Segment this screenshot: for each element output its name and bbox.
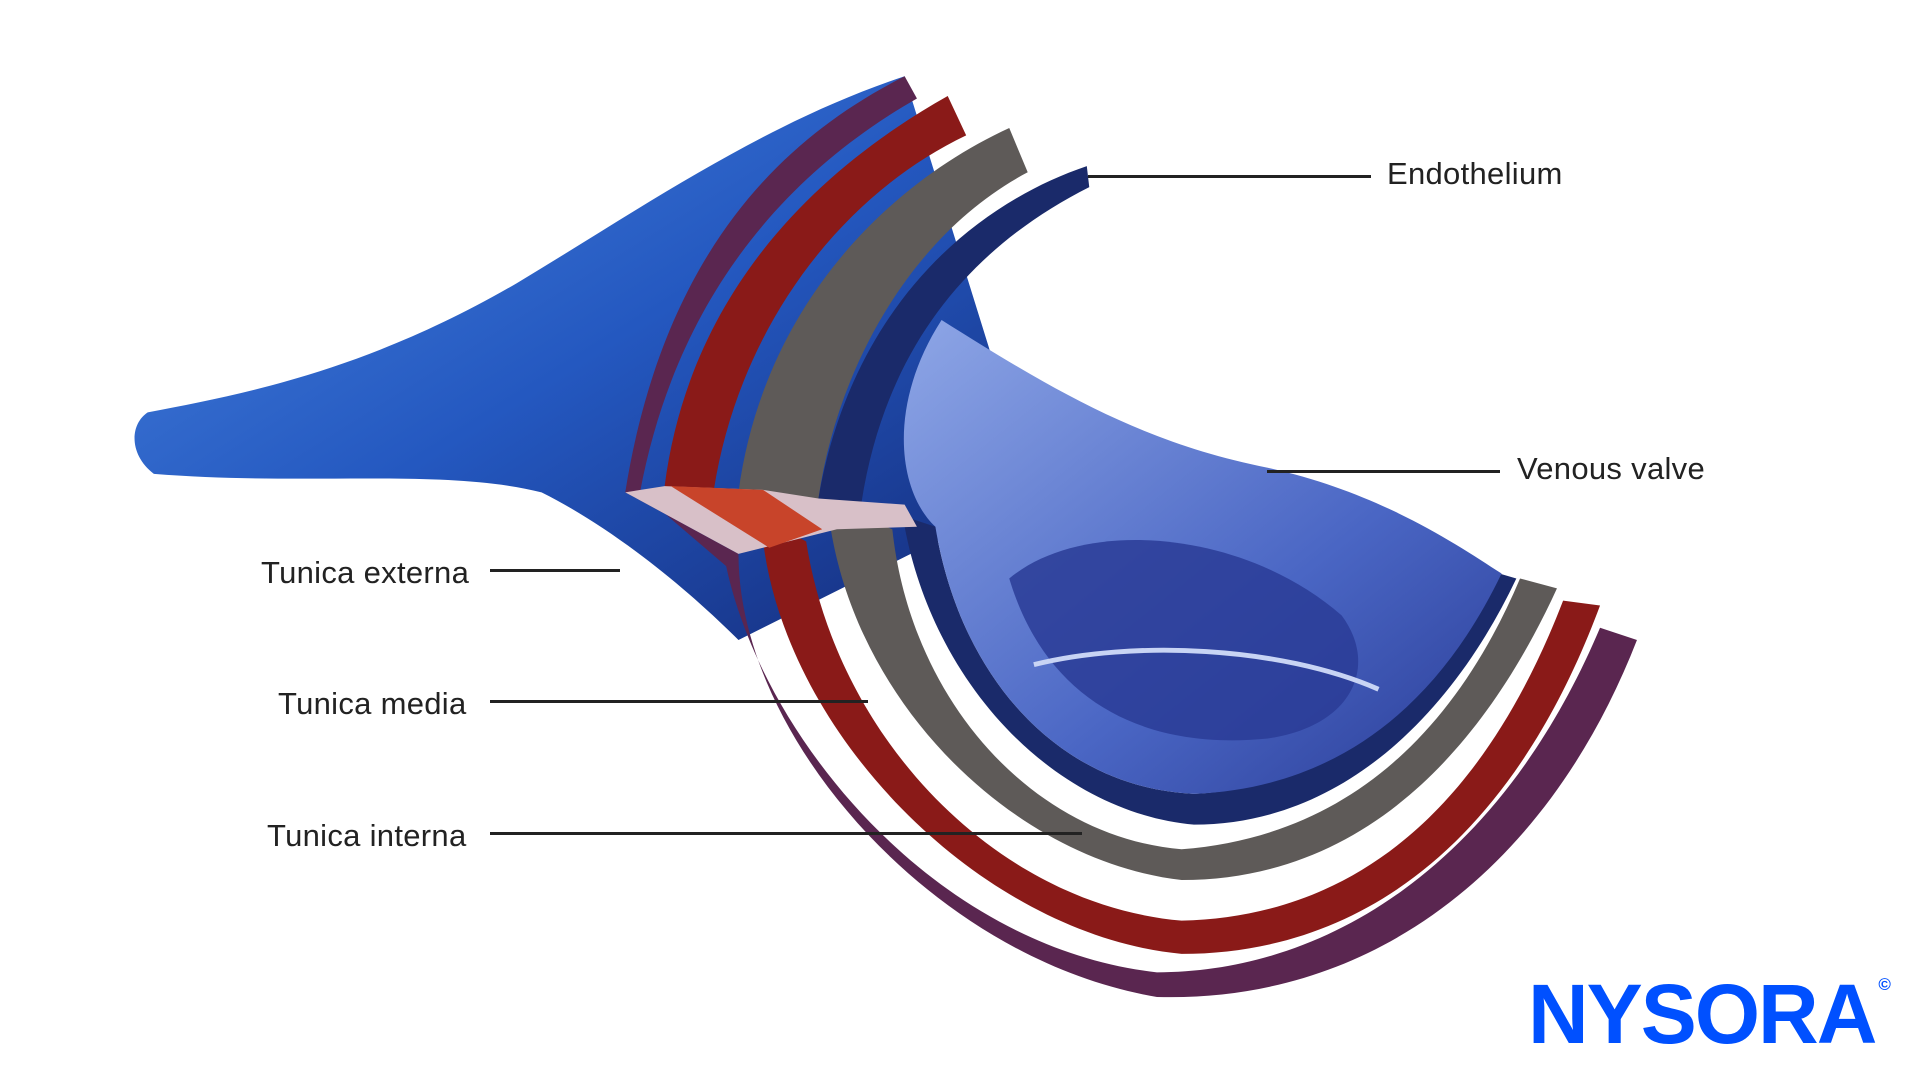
nysora-logo: NYSORA [1528, 967, 1877, 1061]
tunica-externa-leader-line [490, 569, 620, 572]
tunica-media-leader-line [490, 700, 868, 703]
tunica-externa-label: Tunica externa [261, 555, 470, 590]
endothelium-label: Endothelium [1387, 156, 1563, 191]
tunica-interna-label: Tunica interna [267, 818, 467, 853]
nysora-brand: NYSORA © [1528, 972, 1891, 1056]
cut-face-media [670, 486, 823, 548]
endothelium-leader-line [1088, 175, 1371, 178]
venous-valve-leader-line [1267, 470, 1500, 473]
tunica-interna-leader-line [490, 832, 1082, 835]
valve-edge [1033, 647, 1380, 692]
venous-valve-label: Venous valve [1517, 451, 1706, 486]
tunica-media-label: Tunica media [278, 686, 467, 721]
tunica-interna-layer [738, 128, 1557, 881]
valve-cusp [1009, 540, 1359, 741]
copyright-mark: © [1878, 975, 1891, 994]
